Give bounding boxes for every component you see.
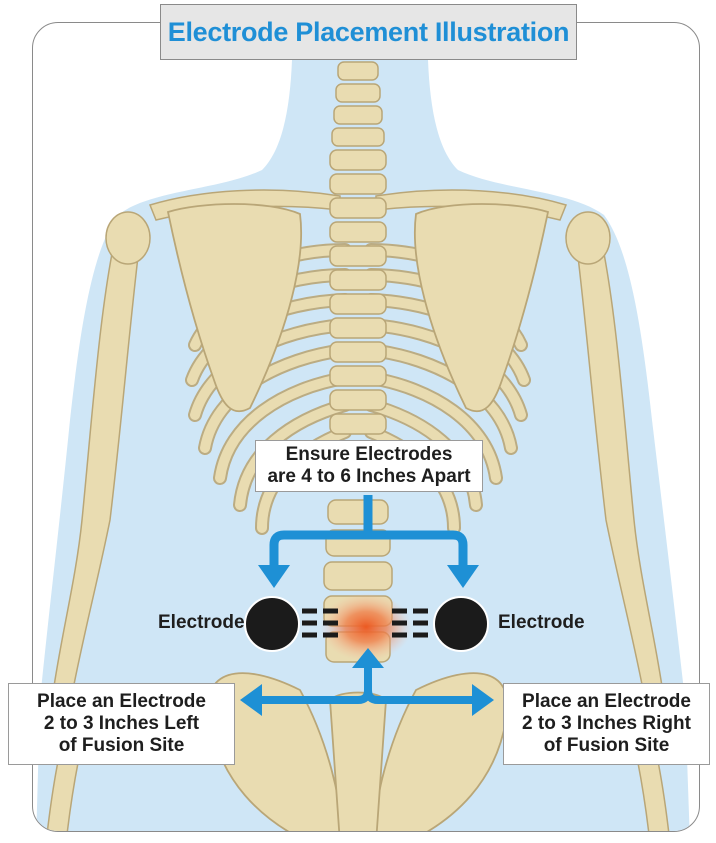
left-placement-note: Place an Electrode 2 to 3 Inches Left of…: [8, 683, 235, 765]
electrode-right: [434, 597, 488, 651]
right-note-line-3: of Fusion Site: [544, 735, 670, 757]
spacing-note-line-1: Ensure Electrodes: [286, 444, 453, 466]
spacing-note: Ensure Electrodes are 4 to 6 Inches Apar…: [255, 440, 483, 492]
spine: [324, 40, 392, 662]
right-placement-note: Place an Electrode 2 to 3 Inches Right o…: [503, 683, 710, 765]
right-note-line-1: Place an Electrode: [522, 691, 691, 713]
spacing-note-line-2: are 4 to 6 Inches Apart: [267, 466, 470, 488]
electrode-left-label: Electrode: [158, 612, 245, 634]
electrode-right-label: Electrode: [498, 612, 585, 634]
page-title: Electrode Placement Illustration: [160, 4, 577, 60]
electrode-left: [245, 597, 299, 651]
left-note-line-2: 2 to 3 Inches Left: [44, 713, 199, 735]
left-note-line-1: Place an Electrode: [37, 691, 206, 713]
left-note-line-3: of Fusion Site: [59, 735, 185, 757]
right-note-line-2: 2 to 3 Inches Right: [522, 713, 691, 735]
